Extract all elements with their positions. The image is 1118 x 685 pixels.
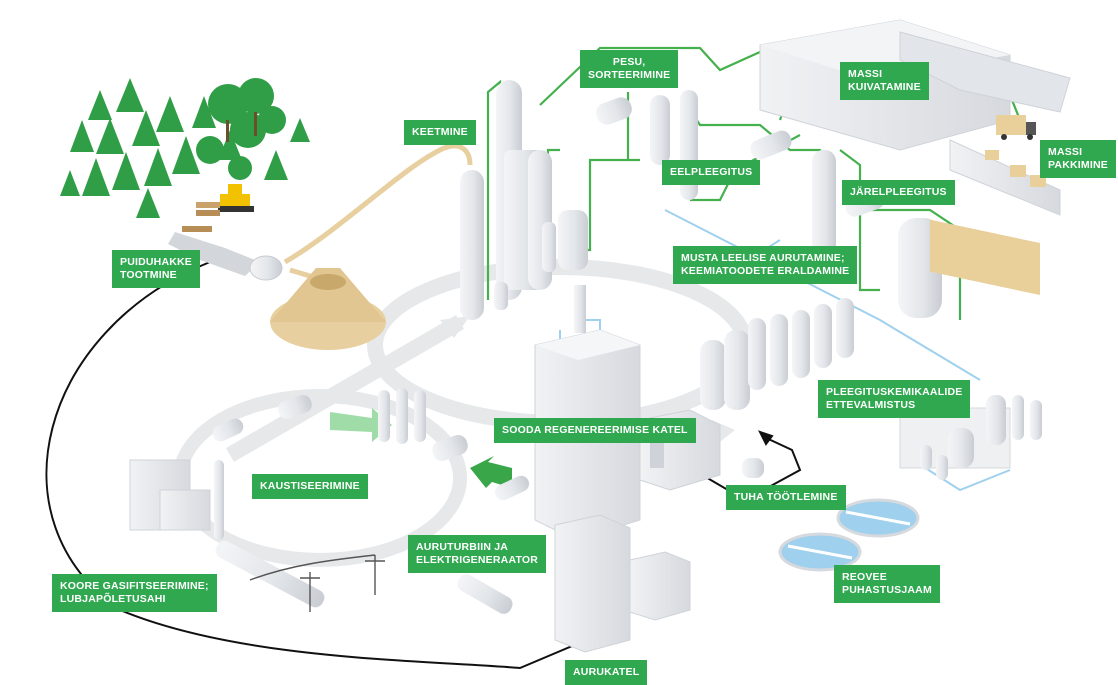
flow-arrow-to-digester bbox=[225, 315, 465, 462]
label-power-boiler: AURUKATEL bbox=[565, 660, 648, 685]
evaporation-plant bbox=[700, 298, 854, 410]
power-pylon-icon bbox=[249, 554, 385, 612]
wood-chipper bbox=[168, 226, 283, 281]
forest bbox=[60, 78, 310, 281]
bleach-chemical-plant bbox=[899, 395, 1042, 480]
ash-arrowhead bbox=[758, 430, 774, 446]
tree-icon bbox=[60, 78, 310, 218]
label-post-bleaching: JÄRELPLEEGITUS bbox=[842, 180, 955, 205]
label-pre-bleaching: EELPLEEGITUS bbox=[662, 160, 761, 185]
green-arrow-recaust bbox=[470, 456, 512, 488]
label-ash-treatment: TUHA TÖÖTLEMINE bbox=[726, 485, 846, 510]
recovery-boiler bbox=[534, 285, 721, 541]
truck-icon bbox=[996, 115, 1036, 140]
power-boiler bbox=[457, 514, 691, 653]
label-black-liquor-evaporation: MUSTA LEELISE AURUTAMINE;KEEMIATOODETE E… bbox=[673, 246, 858, 284]
cargo-ship-icon bbox=[899, 31, 1071, 113]
ash-line bbox=[679, 435, 802, 502]
ash-tank bbox=[742, 458, 764, 478]
label-recovery-boiler: SOODA REGENEREERIMISE KATEL bbox=[494, 418, 696, 443]
label-washing-screening: PESU,SORTEERIMINE bbox=[580, 50, 679, 88]
label-bark-gasification: KOORE GASIFITSEERIMINE;LUBJAPÕLETUSAHI bbox=[52, 574, 217, 612]
wastewater-clarifiers bbox=[778, 498, 920, 572]
causticizing-plant bbox=[212, 388, 530, 501]
green-arrow-causticizing bbox=[330, 408, 392, 442]
harvester-icon bbox=[196, 184, 254, 216]
chip-pile bbox=[270, 143, 473, 350]
label-cooking: KEETMINE bbox=[404, 120, 476, 145]
label-causticizing: KAUSTISEERIMINE bbox=[252, 474, 368, 499]
flow-arrowhead-digester bbox=[440, 316, 470, 338]
digester-towers bbox=[460, 80, 588, 320]
